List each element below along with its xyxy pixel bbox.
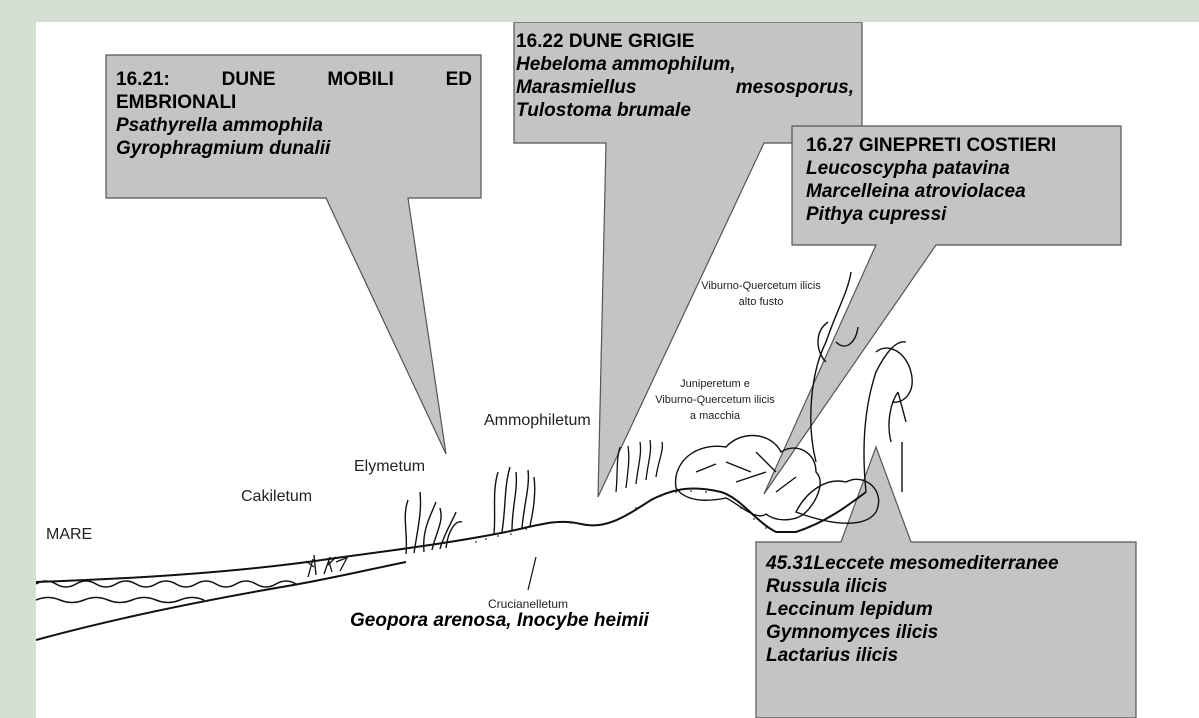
callout-dune-grigie-species-2: Marasmiellus mesosporus, [516, 76, 854, 99]
label-cakiletum: Cakiletum [241, 488, 312, 506]
label-juniperetum-line1: Juniperetum e [650, 376, 780, 392]
diagram-canvas: 16.21: DUNE MOBILI ED EMBRIONALI Psathyr… [36, 22, 1199, 718]
label-viburno-alto-fusto: Viburno-Quercetum ilicis alto fusto [696, 278, 826, 310]
callout-dune-mobili: 16.21: DUNE MOBILI ED EMBRIONALI Psathyr… [116, 68, 472, 160]
callout-ginepreti-species-2: Marcelleina atroviolacea [806, 180, 1116, 203]
callout-dune-grigie-species-3: Tulostoma brumale [516, 99, 854, 122]
elymetum-grass [405, 492, 462, 554]
grey-dune-grass [616, 440, 662, 492]
dune-profile-line [36, 488, 866, 582]
callout-dune-mobili-species-2: Gyrophragmium dunalii [116, 137, 472, 160]
callout-dune-grigie-title: 16.22 DUNE GRIGIE [516, 30, 854, 53]
ammophiletum-grass [494, 467, 535, 534]
juniper-shrubs [676, 436, 879, 524]
callout-dune-grigie: 16.22 DUNE GRIGIE Hebeloma ammophilum, M… [516, 30, 854, 122]
label-elymetum: Elymetum [354, 458, 425, 476]
label-mare: MARE [46, 526, 92, 544]
callout-leccete-species-2: Leccinum lepidum [766, 598, 1126, 621]
callout-ginepreti-species-3: Pithya cupressi [806, 203, 1116, 226]
callout-leccete: 45.31Leccete mesomediterranee Russula il… [766, 552, 1126, 667]
callout-leccete-species-1: Russula ilicis [766, 575, 1126, 598]
callout-leccete-species-3: Gymnomyces ilicis [766, 621, 1126, 644]
label-viburno-alto-fusto-line2: alto fusto [696, 294, 826, 310]
label-viburno-alto-fusto-line1: Viburno-Quercetum ilicis [696, 278, 826, 294]
label-juniperetum: Juniperetum e Viburno-Quercetum ilicis a… [650, 376, 780, 424]
label-juniperetum-line3: a macchia [650, 408, 780, 424]
callout-dune-mobili-title-line1: 16.21: DUNE MOBILI ED [116, 68, 472, 91]
callout-ginepreti-title: 16.27 GINEPRETI COSTIERI [806, 134, 1116, 157]
cakiletum-shrub [306, 555, 348, 577]
callout-leccete-title: 45.31Leccete mesomediterranee [766, 552, 1126, 575]
callout-dune-grigie-species-1: Hebeloma ammophilum, [516, 53, 854, 76]
callout-dune-mobili-species-1: Psathyrella ammophila [116, 114, 472, 137]
callout-ginepreti: 16.27 GINEPRETI COSTIERI Leucoscypha pat… [806, 134, 1116, 226]
callout-leccete-species-4: Lactarius ilicis [766, 644, 1126, 667]
crucianelletum-species: Geopora arenosa, Inocybe heimii [350, 610, 649, 632]
label-juniperetum-line2: Viburno-Quercetum ilicis [650, 392, 780, 408]
crucianelletum-pointer [528, 557, 536, 590]
callout-ginepreti-species-1: Leucoscypha patavina [806, 157, 1116, 180]
callout-dune-mobili-title-line2: EMBRIONALI [116, 91, 472, 114]
label-ammophiletum: Ammophiletum [484, 412, 591, 430]
